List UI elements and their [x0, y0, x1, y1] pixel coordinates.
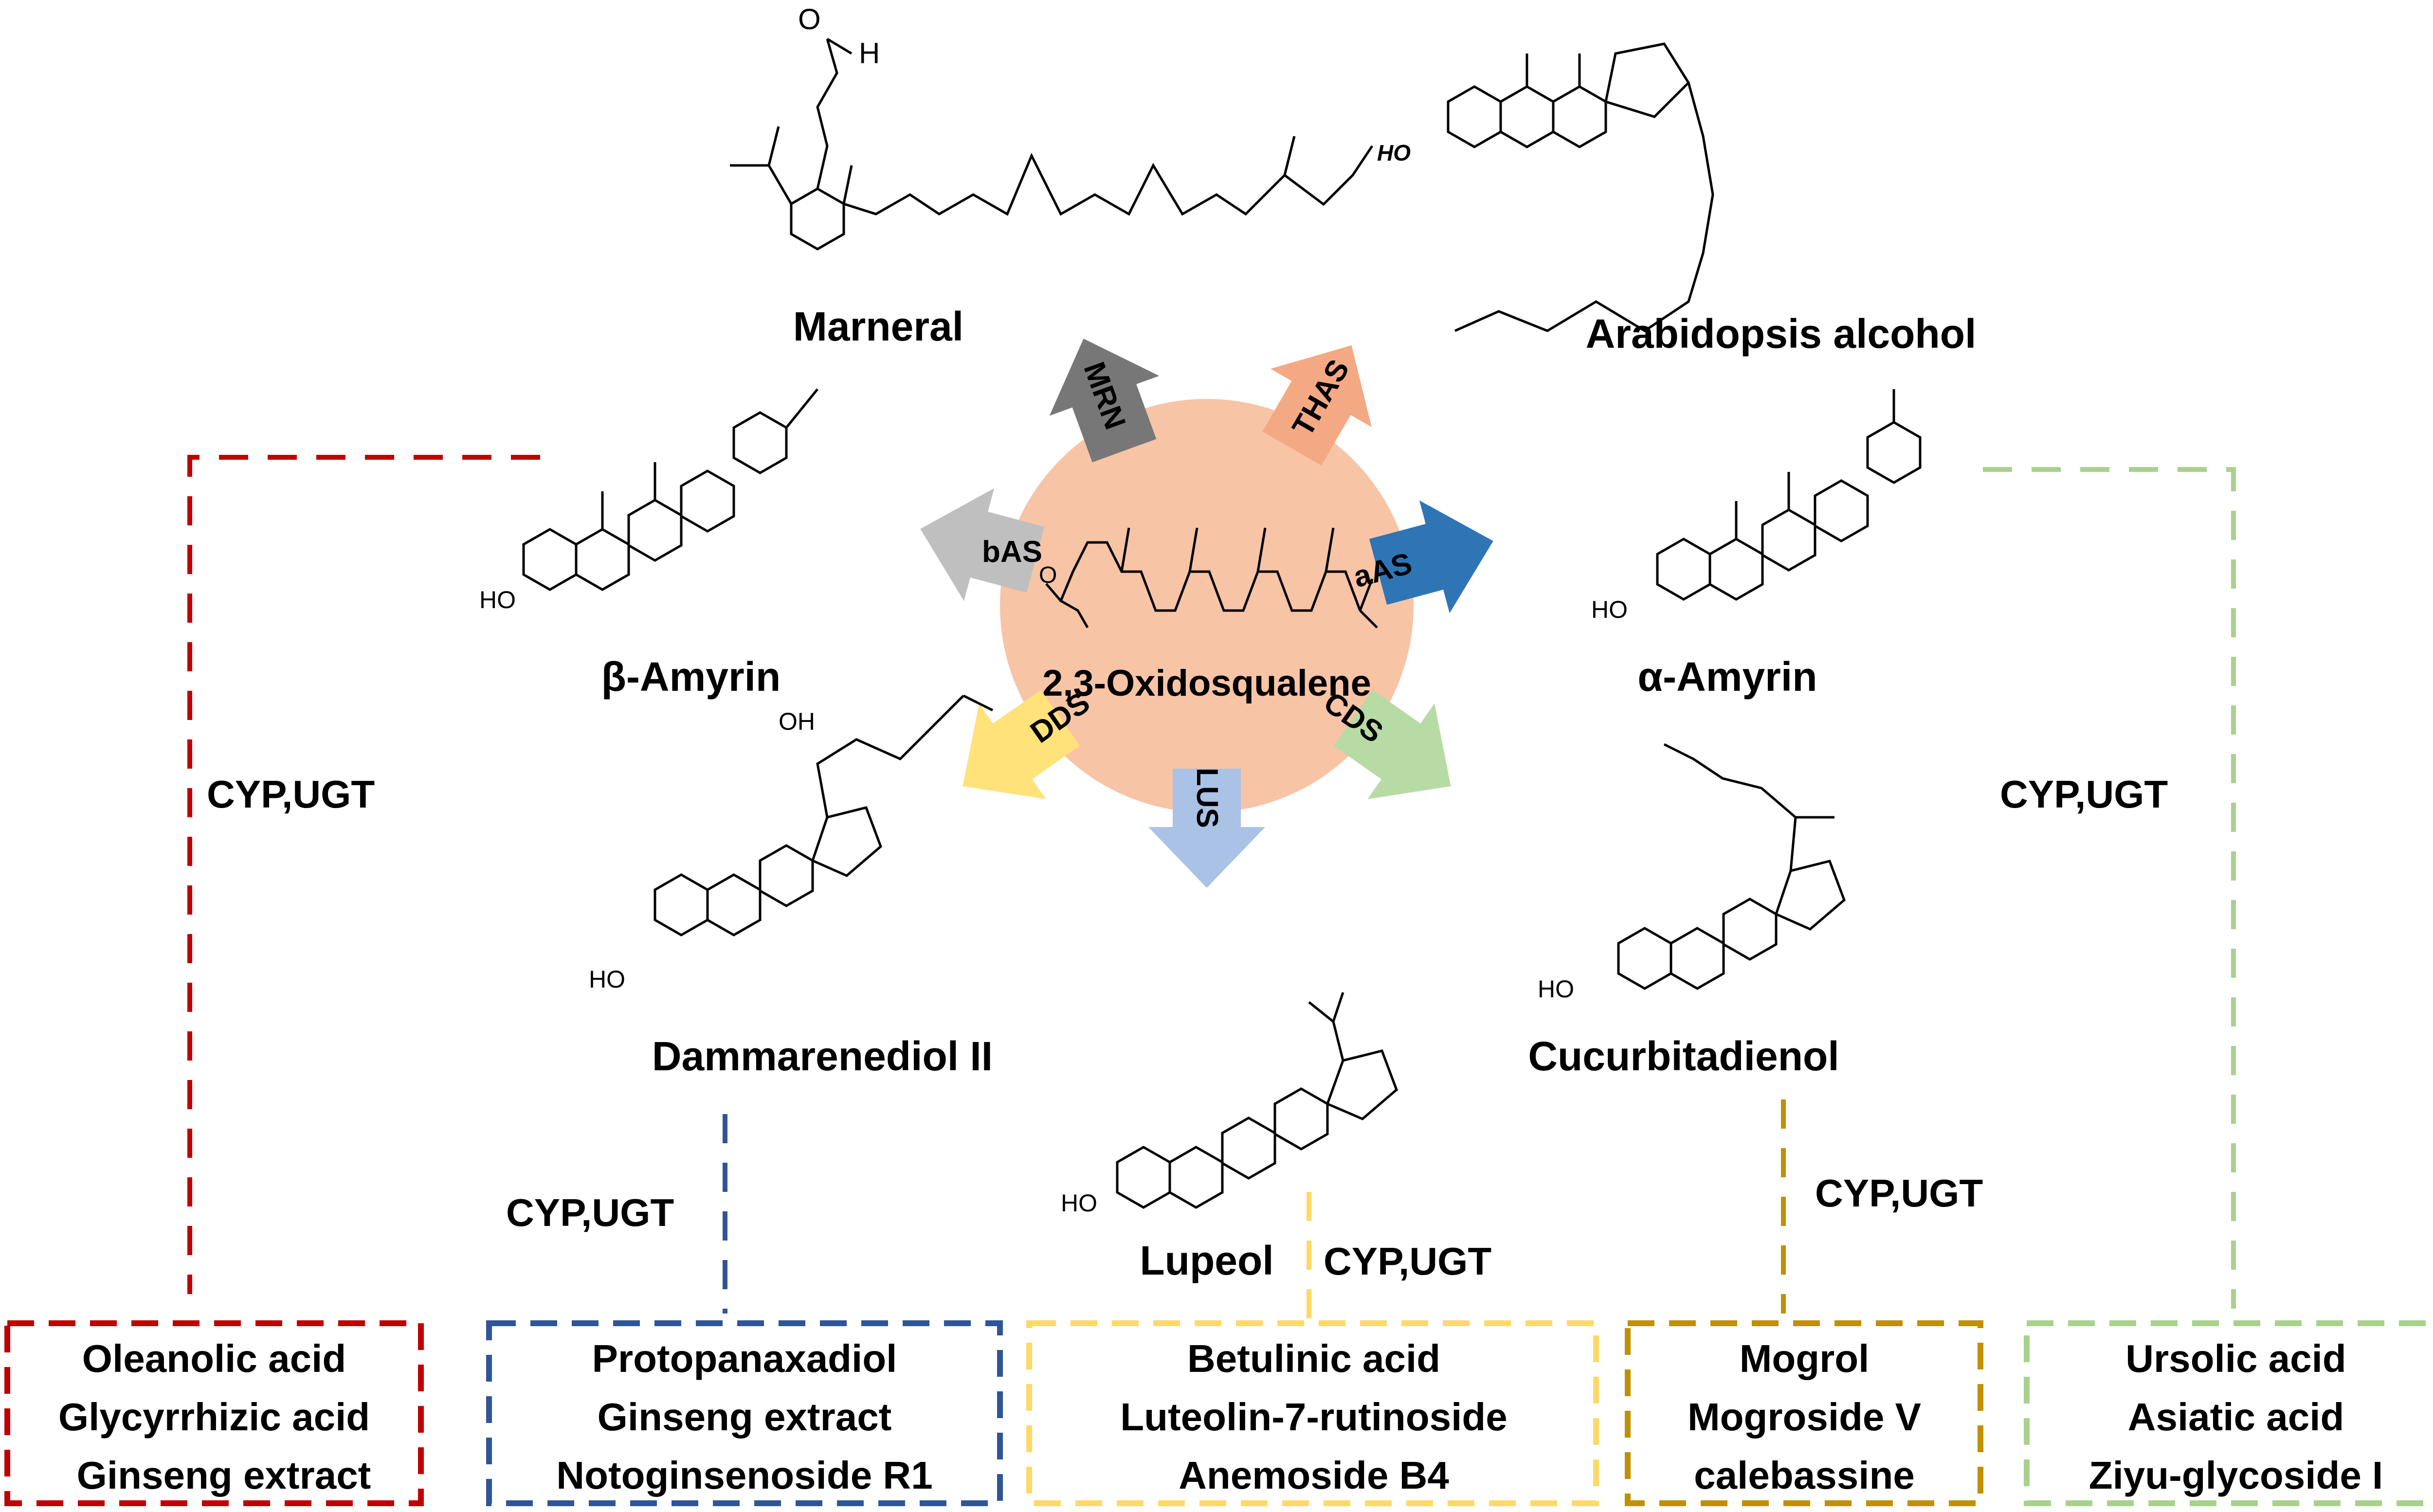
product-item: Protopanaxadiol [592, 1337, 897, 1380]
beta-amyrin-structure: HO [479, 388, 818, 613]
dammarenediol-label: Dammarenediol II [652, 1033, 993, 1079]
enzyme-arrow-lus: LUS [1148, 768, 1265, 888]
beta-amyrin-ho-group: HO [479, 586, 516, 613]
aldehyde-oxygen: O [798, 3, 821, 36]
product-item: calebassine [1694, 1454, 1915, 1497]
red-pathway-connector [187, 455, 540, 1294]
substrate-circle [1000, 399, 1414, 812]
product-item: Ziyu-glycoside I [2089, 1454, 2383, 1497]
cucurbitadienol-structure: HO [1538, 743, 1846, 1003]
cyp-ugt-label-red: CYP,UGT [207, 773, 375, 816]
substrate-label: 2,3-Oxidosqualene [1042, 663, 1371, 704]
cds-arrow-shape [1333, 690, 1451, 799]
marneral-structure: O H [730, 3, 1374, 249]
enzyme-arrow-bas: bAS [920, 488, 1045, 601]
lupeol-ho-group: HO [1061, 1189, 1097, 1217]
product-item: Ginseng extract [598, 1395, 892, 1439]
red-connector-line [187, 455, 540, 1294]
lus-label: LUS [1190, 768, 1224, 828]
product-box-red: Oleanolic acid Glycyrrhizic acid Ginseng… [4, 1320, 424, 1506]
green-pathway-connector [1983, 467, 2236, 1309]
central-substrate: O 2,3-Oxidosqualene [1000, 399, 1414, 812]
marneral-label: Marneral [793, 304, 963, 349]
product-item: Asiatic acid [2128, 1395, 2344, 1439]
enzyme-arrow-dds: DDS [962, 685, 1096, 799]
lupeol-structure: HO [1061, 992, 1398, 1217]
cyp-ugt-label-yellow: CYP,UGT [1324, 1240, 1491, 1283]
enzyme-arrow-thas: THAS [1262, 345, 1372, 466]
dammarenediol-oh-group: OH [779, 708, 815, 735]
bas-label: bAS [982, 535, 1042, 569]
product-box-yellow: Betulinic acid Luteolin-7-rutinoside Ane… [1026, 1320, 1599, 1506]
oxidosqualene-structure: O [1039, 527, 1378, 629]
arabidopsis-alcohol-structure: HO [1377, 42, 1714, 332]
cyp-ugt-label-blue: CYP,UGT [506, 1191, 674, 1234]
dammarenediol-structure: HO OH [589, 694, 994, 993]
product-item: Ginseng extract [77, 1454, 371, 1497]
product-item: Luteolin-7-rutinoside [1120, 1395, 1507, 1439]
product-box-green: Ursolic acid Asiatic acid Ziyu-glycoside… [2024, 1320, 2433, 1506]
product-item: Betulinic acid [1187, 1337, 1440, 1380]
cucurbitadienol-label: Cucurbitadienol [1528, 1033, 1839, 1079]
mrn-arrow-shape [1049, 339, 1160, 463]
lus-arrow-shape [1148, 769, 1265, 888]
cyp-ugt-label-gold: CYP,UGT [1815, 1171, 1983, 1215]
alpha-amyrin-ho-group: HO [1591, 596, 1628, 623]
product-item: Glycyrrhizic acid [58, 1395, 370, 1439]
enzyme-arrow-mrn: MRN [1049, 339, 1160, 463]
epoxide-oxygen: O [1039, 562, 1057, 588]
arabidopsis-ho-group: HO [1377, 140, 1411, 165]
product-item: Notoginsenoside R1 [556, 1454, 932, 1497]
green-connector-line [1983, 467, 2236, 1309]
product-item: Ursolic acid [2125, 1337, 2346, 1380]
cyp-ugt-label-green: CYP,UGT [2000, 773, 2168, 816]
product-item: Oleanolic acid [82, 1337, 346, 1380]
lupeol-label: Lupeol [1140, 1238, 1273, 1283]
product-item: Anemoside B4 [1179, 1454, 1449, 1497]
arabidopsis-alcohol-label: Arabidopsis alcohol [1586, 311, 1977, 357]
alpha-amyrin-label: α-Amyrin [1637, 654, 1817, 700]
cucurbitadienol-ho-group: HO [1538, 975, 1574, 1003]
dds-arrow-shape [962, 690, 1080, 799]
product-item: Mogroside V [1688, 1395, 1921, 1439]
thas-arrow-shape [1262, 345, 1372, 466]
aas-arrow-shape [1369, 500, 1493, 613]
product-box-gold: Mogrol Mogroside V calebassine [1625, 1320, 1983, 1506]
beta-amyrin-label: β-Amyrin [601, 654, 781, 700]
product-item: Mogrol [1740, 1337, 1870, 1380]
aldehyde-hydrogen: H [859, 37, 880, 70]
bas-arrow-shape [920, 488, 1045, 601]
alpha-amyrin-structure: HO [1591, 389, 1920, 623]
product-box-blue: Protopanaxadiol Ginseng extract Notogins… [486, 1320, 1003, 1506]
dammarenediol-ho-group: HO [589, 966, 625, 993]
